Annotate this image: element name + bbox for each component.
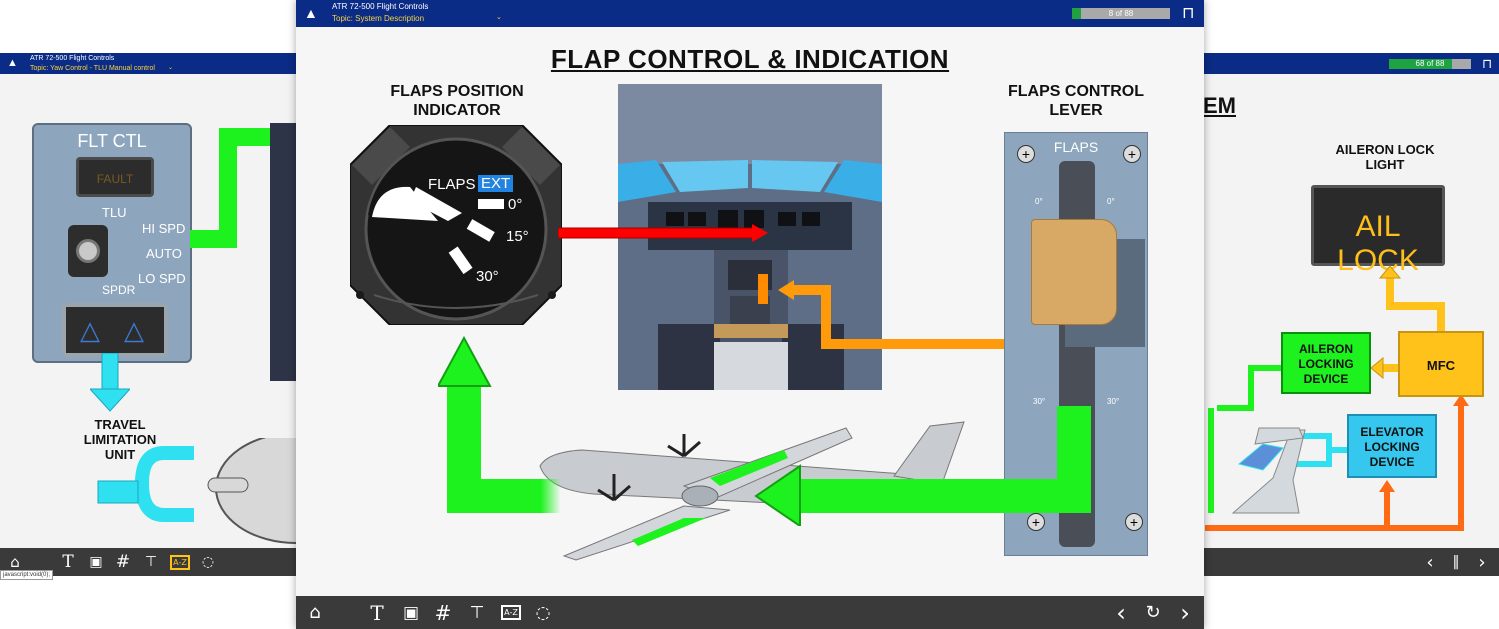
- right-progress-bar: 68 of 88: [1389, 59, 1471, 69]
- ail-lock-light: AIL LOCK: [1311, 185, 1445, 277]
- cyan-arrow: [90, 353, 130, 412]
- flt-ctl-panel: FLT CTL FAULT TLU HI SPD AUTO LO SPD SPD…: [32, 123, 192, 363]
- indicator-flaps-label: FLAPS: [428, 176, 476, 193]
- tlu-clamp: [97, 446, 194, 522]
- lever-heading: FLAPS CONTROL LEVER: [1008, 83, 1144, 119]
- main-topic[interactable]: Topic: System Description: [332, 14, 425, 23]
- indicator-30-label: 30°: [476, 268, 499, 285]
- next-icon[interactable]: ›: [1180, 598, 1190, 627]
- right-title-fragment: EM: [1203, 93, 1236, 118]
- triangle-icon: △: [80, 315, 100, 345]
- screw-icon: +: [1027, 513, 1045, 531]
- atr-logo-icon: ▲: [304, 5, 318, 21]
- network-icon[interactable]: ⊤: [144, 554, 158, 570]
- replay-icon[interactable]: ↻: [1145, 602, 1161, 623]
- ail-lock-text: AIL LOCK: [1337, 210, 1419, 277]
- left-slide-dark-area: [270, 123, 296, 381]
- main-slide: ▲ ATR 72-500 Flight Controls Topic: Syst…: [296, 0, 1204, 629]
- main-app-title: ATR 72-500 Flight Controls: [332, 2, 429, 11]
- aileron-lock-light-caption: AILERON LOCK LIGHT: [1335, 142, 1435, 172]
- tlu-device-shape: [207, 438, 296, 544]
- auto-label: AUTO: [146, 246, 182, 261]
- chevron-down-icon[interactable]: ⌄: [168, 65, 174, 71]
- flaps-position-indicator: [350, 125, 562, 325]
- network-icon[interactable]: ⊤: [469, 602, 485, 623]
- elevator-locking-device-box: ELEVATOR LOCKING DEVICE: [1347, 414, 1437, 478]
- home-icon[interactable]: ⌂: [309, 602, 321, 623]
- chevron-down-icon[interactable]: ⌄: [496, 14, 502, 21]
- left-slide: ▲ ATR 72-500 Flight Controls Topic: Yaw …: [0, 53, 296, 580]
- main-bottom-bar: ⌂ T ▣ # ⊤ A-Z ◌ ‹ ↻ ›: [296, 596, 1204, 629]
- main-progress-bar: 8 of 88: [1072, 8, 1170, 19]
- green-arrow: [190, 128, 280, 248]
- page-title: FLAP CONTROL & INDICATION: [550, 44, 950, 74]
- right-progress-fill: [1389, 59, 1453, 69]
- right-progress-label: 68 of 88: [1415, 59, 1445, 68]
- pause-icon[interactable]: ‖: [1452, 554, 1460, 570]
- aileron-locking-device-box: AILERON LOCKING DEVICE: [1281, 332, 1371, 394]
- triangle-icon: △: [124, 315, 144, 345]
- left-topic[interactable]: Topic: Yaw Control - TLU Manual control: [30, 65, 155, 72]
- main-progress-fill: [1072, 8, 1081, 19]
- text-icon[interactable]: T: [370, 600, 384, 625]
- screw-icon: +: [1017, 145, 1035, 163]
- red-arrow: [558, 224, 768, 242]
- previous-icon[interactable]: ‹: [1426, 551, 1434, 573]
- fault-label: FAULT: [96, 172, 134, 186]
- screw-icon: +: [1123, 145, 1141, 163]
- lever-0-right: 0°: [1107, 197, 1115, 206]
- screw-icon: +: [1125, 513, 1143, 531]
- bookmark-icon[interactable]: ⊓: [1482, 56, 1493, 71]
- orange-arrow: [778, 280, 1006, 349]
- spdr-label: SPDR: [102, 283, 136, 297]
- next-icon[interactable]: ›: [1478, 551, 1486, 573]
- hash-icon[interactable]: #: [115, 552, 131, 572]
- lever-flaps-label: FLAPS: [1053, 139, 1099, 155]
- home-icon[interactable]: ⌂: [10, 553, 20, 571]
- previous-icon[interactable]: ‹: [1116, 598, 1126, 627]
- comment-icon[interactable]: ◌: [201, 554, 215, 570]
- left-topbar: ▲ ATR 72-500 Flight Controls Topic: Yaw …: [0, 53, 296, 74]
- hash-icon[interactable]: #: [434, 600, 452, 625]
- atr-logo-icon: ▲: [7, 57, 18, 69]
- tlu-selector-knob[interactable]: [68, 225, 108, 277]
- link-tooltip: javascript:void(0);: [0, 570, 54, 580]
- indicator-0-label: 0°: [508, 196, 523, 213]
- text-icon[interactable]: T: [62, 552, 74, 572]
- right-topbar: 68 of 88 ⊓: [1203, 53, 1499, 74]
- glossary-icon[interactable]: A-Z: [496, 596, 526, 629]
- right-bottom-bar: ‹ ‖ ›: [1203, 548, 1499, 576]
- flt-ctl-title: FLT CTL: [77, 131, 147, 151]
- lever-0-left: 0°: [1035, 197, 1043, 206]
- indicator-ext-label: EXT: [478, 175, 514, 192]
- left-app-title: ATR 72-500 Flight Controls: [30, 55, 115, 62]
- comment-icon[interactable]: ◌: [535, 602, 551, 623]
- atr-aircraft-illustration: [539, 421, 965, 561]
- video-icon[interactable]: ▣: [402, 602, 420, 623]
- right-slide: 68 of 88 ⊓ EM AILERON LOCK LIGHT AIL LOC…: [1203, 53, 1499, 576]
- lever-30-right: 30°: [1107, 397, 1120, 406]
- right-wiring: [1205, 265, 1469, 531]
- glossary-icon[interactable]: A-Z: [168, 548, 192, 576]
- spdr-buttons[interactable]: △ △: [62, 303, 168, 357]
- indicator-15-label: 15°: [506, 228, 529, 245]
- mfc-box: MFC: [1398, 331, 1484, 397]
- main-topbar: ▲ ATR 72-500 Flight Controls Topic: Syst…: [296, 0, 1204, 27]
- indicator-heading: FLAPS POSITION INDICATOR: [390, 83, 524, 119]
- main-progress-label: 8 of 88: [1108, 9, 1134, 18]
- fault-light: FAULT: [76, 157, 154, 197]
- green-flow-arrow: [438, 336, 1091, 526]
- tlu-caption: TRAVEL LIMITATION UNIT: [83, 417, 157, 462]
- hi-spd-label: HI SPD: [142, 221, 186, 236]
- video-icon[interactable]: ▣: [89, 554, 103, 570]
- tlu-label: TLU: [102, 205, 127, 220]
- lo-spd-label: LO SPD: [138, 271, 186, 286]
- lever-handle[interactable]: [1031, 219, 1117, 325]
- bookmark-icon[interactable]: ⊓: [1182, 5, 1195, 22]
- lever-30-left: 30°: [1033, 397, 1046, 406]
